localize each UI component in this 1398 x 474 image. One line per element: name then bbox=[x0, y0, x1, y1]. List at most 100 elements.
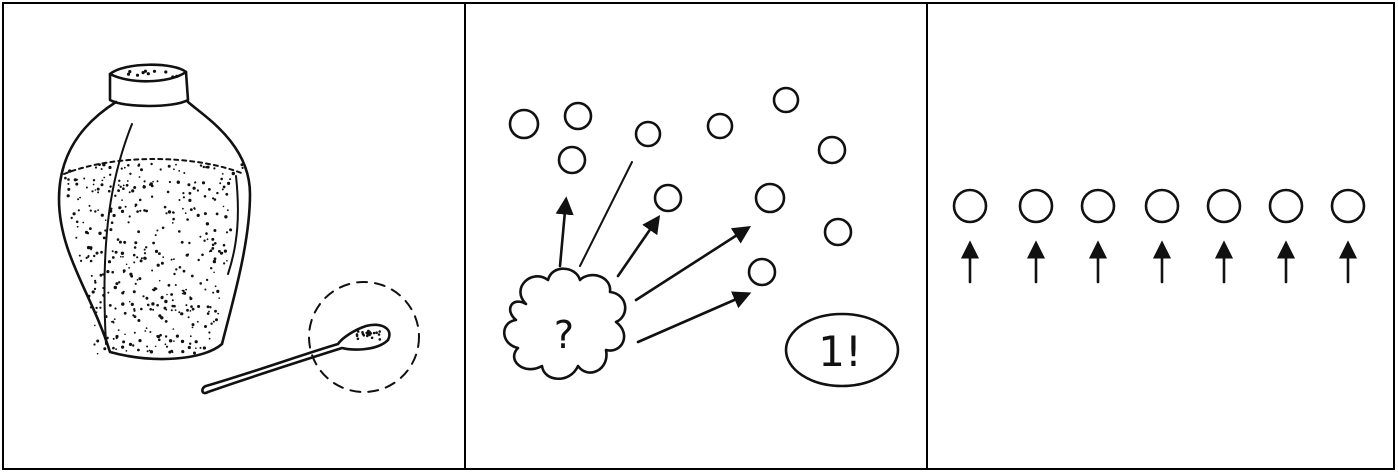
grain-dot bbox=[216, 191, 219, 195]
grain-dot bbox=[178, 311, 181, 314]
grain-circle bbox=[706, 112, 734, 140]
grain-dot bbox=[225, 192, 229, 196]
grain-dot bbox=[102, 287, 105, 289]
grain-dot bbox=[105, 315, 108, 319]
grain-dot bbox=[148, 349, 151, 352]
grain-dot bbox=[75, 182, 79, 186]
grain-dot bbox=[114, 250, 118, 254]
grain-dot bbox=[124, 333, 126, 336]
grain-dot bbox=[159, 333, 162, 337]
grain-dot bbox=[127, 221, 130, 224]
grain-dot bbox=[123, 311, 127, 315]
grain-dot bbox=[104, 219, 107, 221]
grain-dot bbox=[119, 206, 122, 209]
grain-dot bbox=[118, 240, 122, 244]
grain-dot bbox=[111, 256, 115, 259]
grain-dot bbox=[121, 199, 123, 202]
lined-up-grains bbox=[952, 188, 1366, 284]
grain-dot bbox=[164, 320, 168, 323]
grain-dot bbox=[221, 173, 224, 175]
grain-dot bbox=[88, 294, 91, 298]
grain-dot bbox=[167, 283, 171, 287]
grain-dot bbox=[129, 272, 133, 276]
grain-dot bbox=[146, 345, 149, 348]
grain-dot bbox=[199, 235, 202, 238]
grain-dot bbox=[158, 252, 161, 256]
grain-dot bbox=[128, 342, 133, 346]
grain-dot bbox=[213, 271, 215, 274]
scattered-grains bbox=[508, 86, 853, 287]
grain-dot bbox=[170, 258, 173, 261]
grain-dot bbox=[204, 288, 207, 291]
grain-dot bbox=[118, 179, 121, 182]
grain-dot bbox=[152, 241, 156, 245]
grain-dot bbox=[134, 203, 138, 207]
spoon-grain-dot bbox=[356, 330, 360, 333]
grain-dot bbox=[150, 195, 154, 198]
grain-dot bbox=[138, 163, 141, 166]
grain-dot bbox=[189, 297, 193, 301]
panel-lined-up bbox=[926, 2, 1395, 470]
grain-dot bbox=[107, 260, 112, 264]
grain-dot bbox=[186, 218, 189, 221]
grain-dot bbox=[122, 184, 125, 187]
grain-dot bbox=[212, 320, 215, 323]
grain-dot bbox=[210, 322, 213, 325]
grain-dot bbox=[137, 348, 140, 352]
grain-dot bbox=[89, 306, 92, 309]
grain-dot bbox=[229, 228, 233, 232]
grain-dot bbox=[173, 211, 175, 214]
grain-dot bbox=[90, 274, 93, 277]
grain-dot bbox=[201, 253, 204, 257]
grain-dot bbox=[182, 196, 185, 199]
grain-dot bbox=[218, 297, 220, 299]
grain-dot bbox=[222, 243, 226, 247]
grain-dot bbox=[171, 299, 174, 302]
grain-dot bbox=[100, 183, 104, 187]
grain-dot bbox=[217, 312, 220, 315]
grain-dot bbox=[156, 180, 159, 183]
grain-dot bbox=[183, 291, 187, 295]
grain-circle bbox=[563, 101, 593, 131]
grain-dot bbox=[213, 198, 217, 201]
grain-dot bbox=[222, 205, 225, 208]
grain-dot bbox=[173, 168, 175, 171]
grain-dot bbox=[117, 184, 120, 187]
grain-dot bbox=[121, 291, 125, 295]
grain-dot bbox=[132, 290, 136, 294]
grain-dot bbox=[199, 282, 202, 285]
grain-dot bbox=[203, 239, 206, 242]
panel-jar-and-spoon bbox=[2, 2, 466, 470]
grain-dot bbox=[119, 185, 122, 188]
lid-dot bbox=[126, 72, 131, 76]
grain-dot bbox=[206, 312, 210, 315]
spoon-grain-dot bbox=[356, 337, 360, 341]
grain-dot bbox=[160, 295, 164, 299]
grain-dot bbox=[99, 273, 103, 277]
grain-dot bbox=[181, 292, 184, 295]
grain-dot bbox=[86, 232, 90, 235]
grain-dot bbox=[211, 243, 215, 247]
grain-dot bbox=[187, 183, 191, 187]
grain-dot bbox=[133, 246, 137, 249]
grain-dot bbox=[185, 253, 189, 257]
grain-dot bbox=[205, 278, 209, 282]
grain-dot bbox=[216, 289, 220, 293]
grain-dot bbox=[154, 345, 157, 348]
grain-dot bbox=[145, 327, 148, 329]
grain-circle bbox=[1206, 188, 1242, 224]
grain-dot bbox=[183, 172, 186, 174]
grain-dot bbox=[162, 256, 165, 259]
grain-dot bbox=[137, 230, 141, 234]
arrow-icon bbox=[616, 215, 661, 278]
grain-dot bbox=[165, 345, 169, 348]
grain-dot bbox=[206, 305, 210, 309]
grain-dot bbox=[215, 318, 218, 322]
grain-dot bbox=[240, 163, 244, 167]
grain-dot bbox=[68, 169, 72, 173]
grain-circle bbox=[1018, 188, 1054, 224]
grain-dot bbox=[144, 330, 147, 332]
grain-dot bbox=[93, 343, 96, 346]
grain-dot bbox=[145, 246, 148, 249]
grain-circle bbox=[747, 257, 777, 287]
